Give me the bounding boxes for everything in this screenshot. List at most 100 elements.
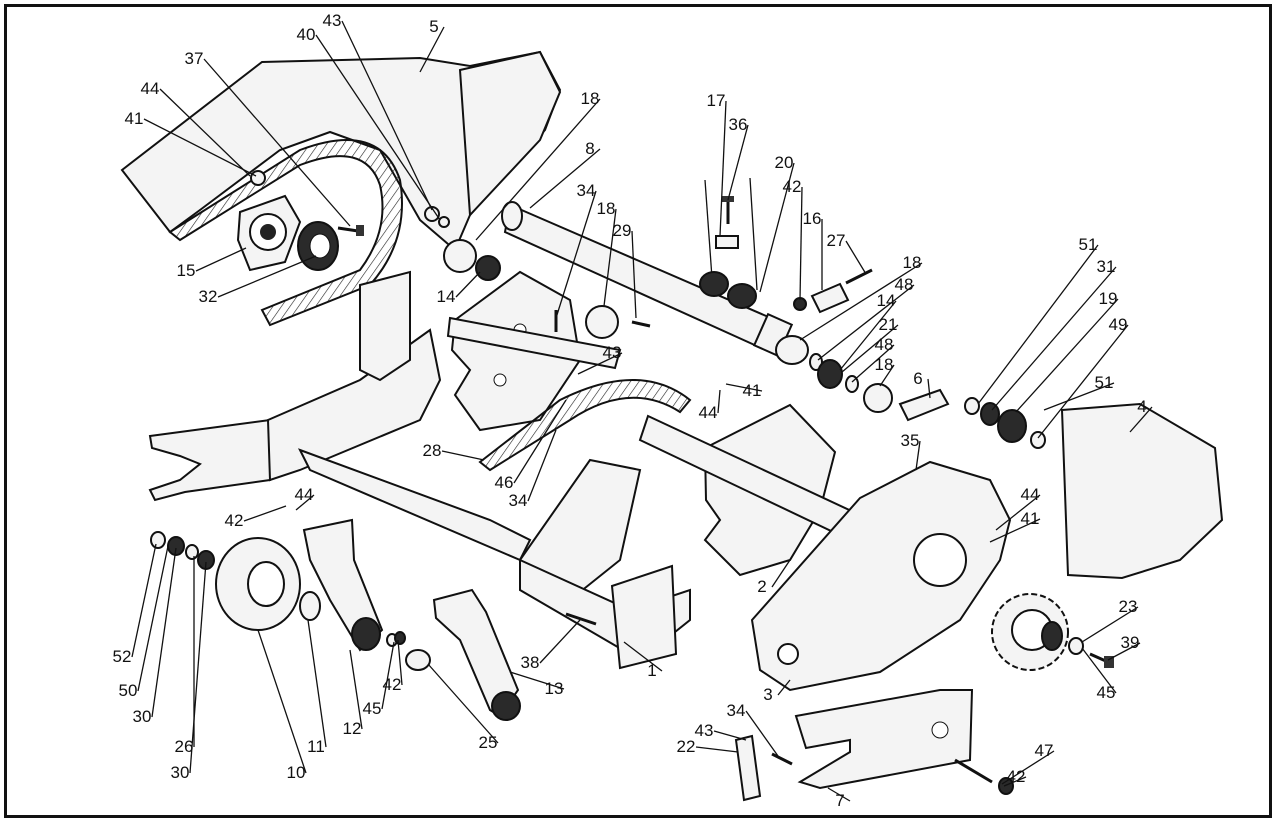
part-label-50: 50 — [119, 681, 138, 700]
guard-cover-4 — [1060, 402, 1224, 580]
leader-line-44 — [995, 494, 1041, 531]
bolt-38 — [565, 612, 597, 626]
leader-line-34 — [745, 710, 779, 757]
leader-line-22 — [695, 746, 739, 753]
leader-line-46 — [513, 399, 567, 484]
leader-line-2 — [771, 559, 791, 588]
part-label-34: 34 — [727, 701, 746, 720]
leader-line-51 — [1043, 382, 1115, 411]
part-label-51: 51 — [1095, 373, 1114, 392]
part-label-16: 16 — [803, 209, 822, 228]
leader-line-48 — [817, 284, 915, 361]
bearing-21 — [817, 359, 843, 389]
nut-41 — [250, 170, 266, 186]
leader-line-4 — [1129, 406, 1153, 433]
leader-line-50 — [137, 545, 169, 692]
leader-line-43 — [577, 352, 623, 375]
washer-26 — [185, 544, 199, 560]
part-label-18: 18 — [875, 355, 894, 374]
leader-line-42 — [243, 505, 287, 522]
part-label-6: 6 — [913, 369, 922, 388]
leader-line-35 — [915, 440, 921, 471]
part-label-2: 2 — [757, 577, 766, 596]
bracket-17 — [715, 235, 739, 249]
leader-line-18 — [879, 364, 895, 387]
part-label-42: 42 — [1007, 767, 1026, 786]
washer-40 — [438, 216, 450, 228]
leader-line-20 — [759, 162, 795, 293]
bolt-27 — [845, 268, 873, 285]
part-label-42: 42 — [383, 675, 402, 694]
arm-12 — [302, 518, 384, 652]
leader-line-34 — [527, 429, 557, 502]
part-label-52: 52 — [113, 647, 132, 666]
shaft-center — [446, 316, 622, 370]
part-label-32: 32 — [199, 287, 218, 306]
part-label-3: 3 — [763, 685, 772, 704]
leader-line-30 — [151, 547, 177, 718]
leader-line-15 — [195, 247, 247, 272]
link-6 — [898, 388, 950, 422]
leader-line-13 — [509, 671, 565, 690]
part-label-18: 18 — [903, 253, 922, 272]
part-label-47: 47 — [1035, 741, 1054, 760]
bolt-36 — [722, 196, 734, 224]
part-label-17: 17 — [707, 91, 726, 110]
seal-18-left — [443, 239, 477, 273]
bearing-19 — [997, 409, 1027, 443]
part-label-35: 35 — [901, 431, 920, 450]
part-label-25: 25 — [479, 733, 498, 752]
leader-line-45 — [1081, 647, 1117, 694]
part-label-22: 22 — [677, 737, 696, 756]
part-label-14: 14 — [877, 291, 896, 310]
part-label-51: 51 — [1079, 235, 1098, 254]
part-label-44: 44 — [295, 485, 314, 504]
plate-22 — [734, 734, 762, 802]
part-label-37: 37 — [185, 49, 204, 68]
leader-line-5 — [419, 26, 445, 73]
bearing-32 — [297, 221, 339, 271]
leader-line-6 — [927, 378, 931, 399]
part-label-8: 8 — [585, 139, 594, 158]
part-label-27: 27 — [827, 231, 846, 250]
leader-line-44 — [717, 389, 721, 414]
part-label-18: 18 — [597, 199, 616, 218]
leader-line-1 — [623, 641, 663, 672]
leader-line-47 — [1001, 750, 1055, 785]
leader-line-3 — [777, 679, 791, 696]
part-label-18: 18 — [581, 89, 600, 108]
shaft-8 — [501, 201, 794, 358]
bearing-14-left — [475, 255, 501, 281]
part-label-44: 44 — [699, 403, 718, 422]
leader-line-31 — [991, 266, 1117, 411]
leader-line-39 — [1107, 642, 1141, 661]
hub-11 — [299, 591, 321, 621]
part-label-39: 39 — [1121, 633, 1140, 652]
part-label-44: 44 — [141, 79, 160, 98]
part-label-1: 1 — [647, 661, 656, 680]
leader-line-44 — [295, 494, 315, 511]
part-label-23: 23 — [1119, 597, 1138, 616]
leader-line-11 — [307, 619, 327, 748]
leader-line-18 — [475, 98, 601, 241]
leader-line-51 — [977, 244, 1099, 405]
leader-line-19 — [1015, 298, 1119, 413]
guard-cover-5 — [120, 50, 562, 252]
part-label-34: 34 — [509, 491, 528, 510]
part-label-26: 26 — [175, 737, 194, 756]
leader-line-40 — [315, 34, 441, 221]
part-label-45: 45 — [363, 699, 382, 718]
leader-line-42 — [1003, 776, 1027, 787]
chaincase-3 — [750, 460, 1012, 692]
part-label-41: 41 — [125, 109, 144, 128]
washer-49 — [1030, 431, 1046, 449]
leader-line-41 — [989, 518, 1041, 543]
leader-line-30 — [189, 561, 207, 774]
leader-line-12 — [349, 649, 363, 730]
clamp-16 — [810, 282, 850, 314]
part-label-38: 38 — [521, 653, 540, 672]
leader-line-41 — [143, 118, 257, 177]
leader-line-14 — [839, 300, 897, 371]
leader-line-45 — [381, 641, 395, 710]
